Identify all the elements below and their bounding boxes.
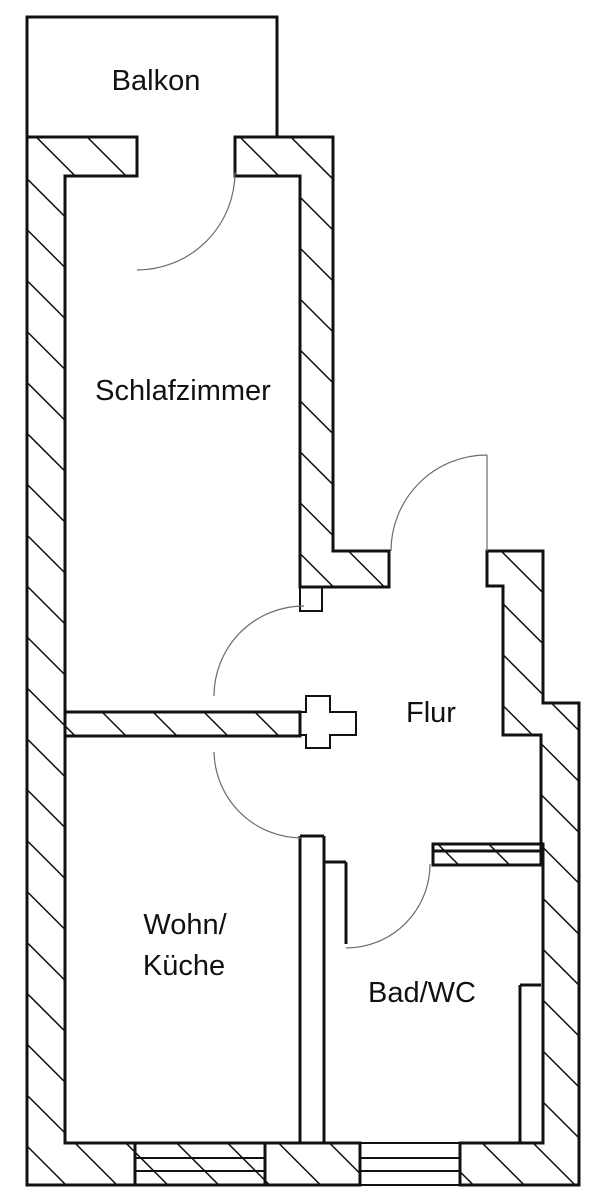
wall-top-right [233,135,391,589]
wall-middle [63,695,357,749]
label-kueche: Küche [143,950,225,982]
door-jamb-bedroom-flur [299,586,323,612]
partition-bath-right [433,849,543,1143]
partition-living-bath [298,834,348,1143]
wall-bottom [133,1141,461,1187]
door-living [213,751,303,839]
label-flur: Flur [406,697,456,729]
door-flur-entrance [390,454,488,552]
door-bath [345,863,431,949]
label-schlafzimmer: Schlafzimmer [95,375,271,407]
wall-flur-right [431,549,581,1187]
label-wohn: Wohn/ [143,909,227,941]
label-bad-wc: Bad/WC [368,977,476,1009]
door-bedroom [213,605,305,697]
wall-left [25,135,139,1187]
door-balcony [136,171,236,271]
label-balkon: Balkon [112,65,201,97]
balcony [25,15,279,137]
